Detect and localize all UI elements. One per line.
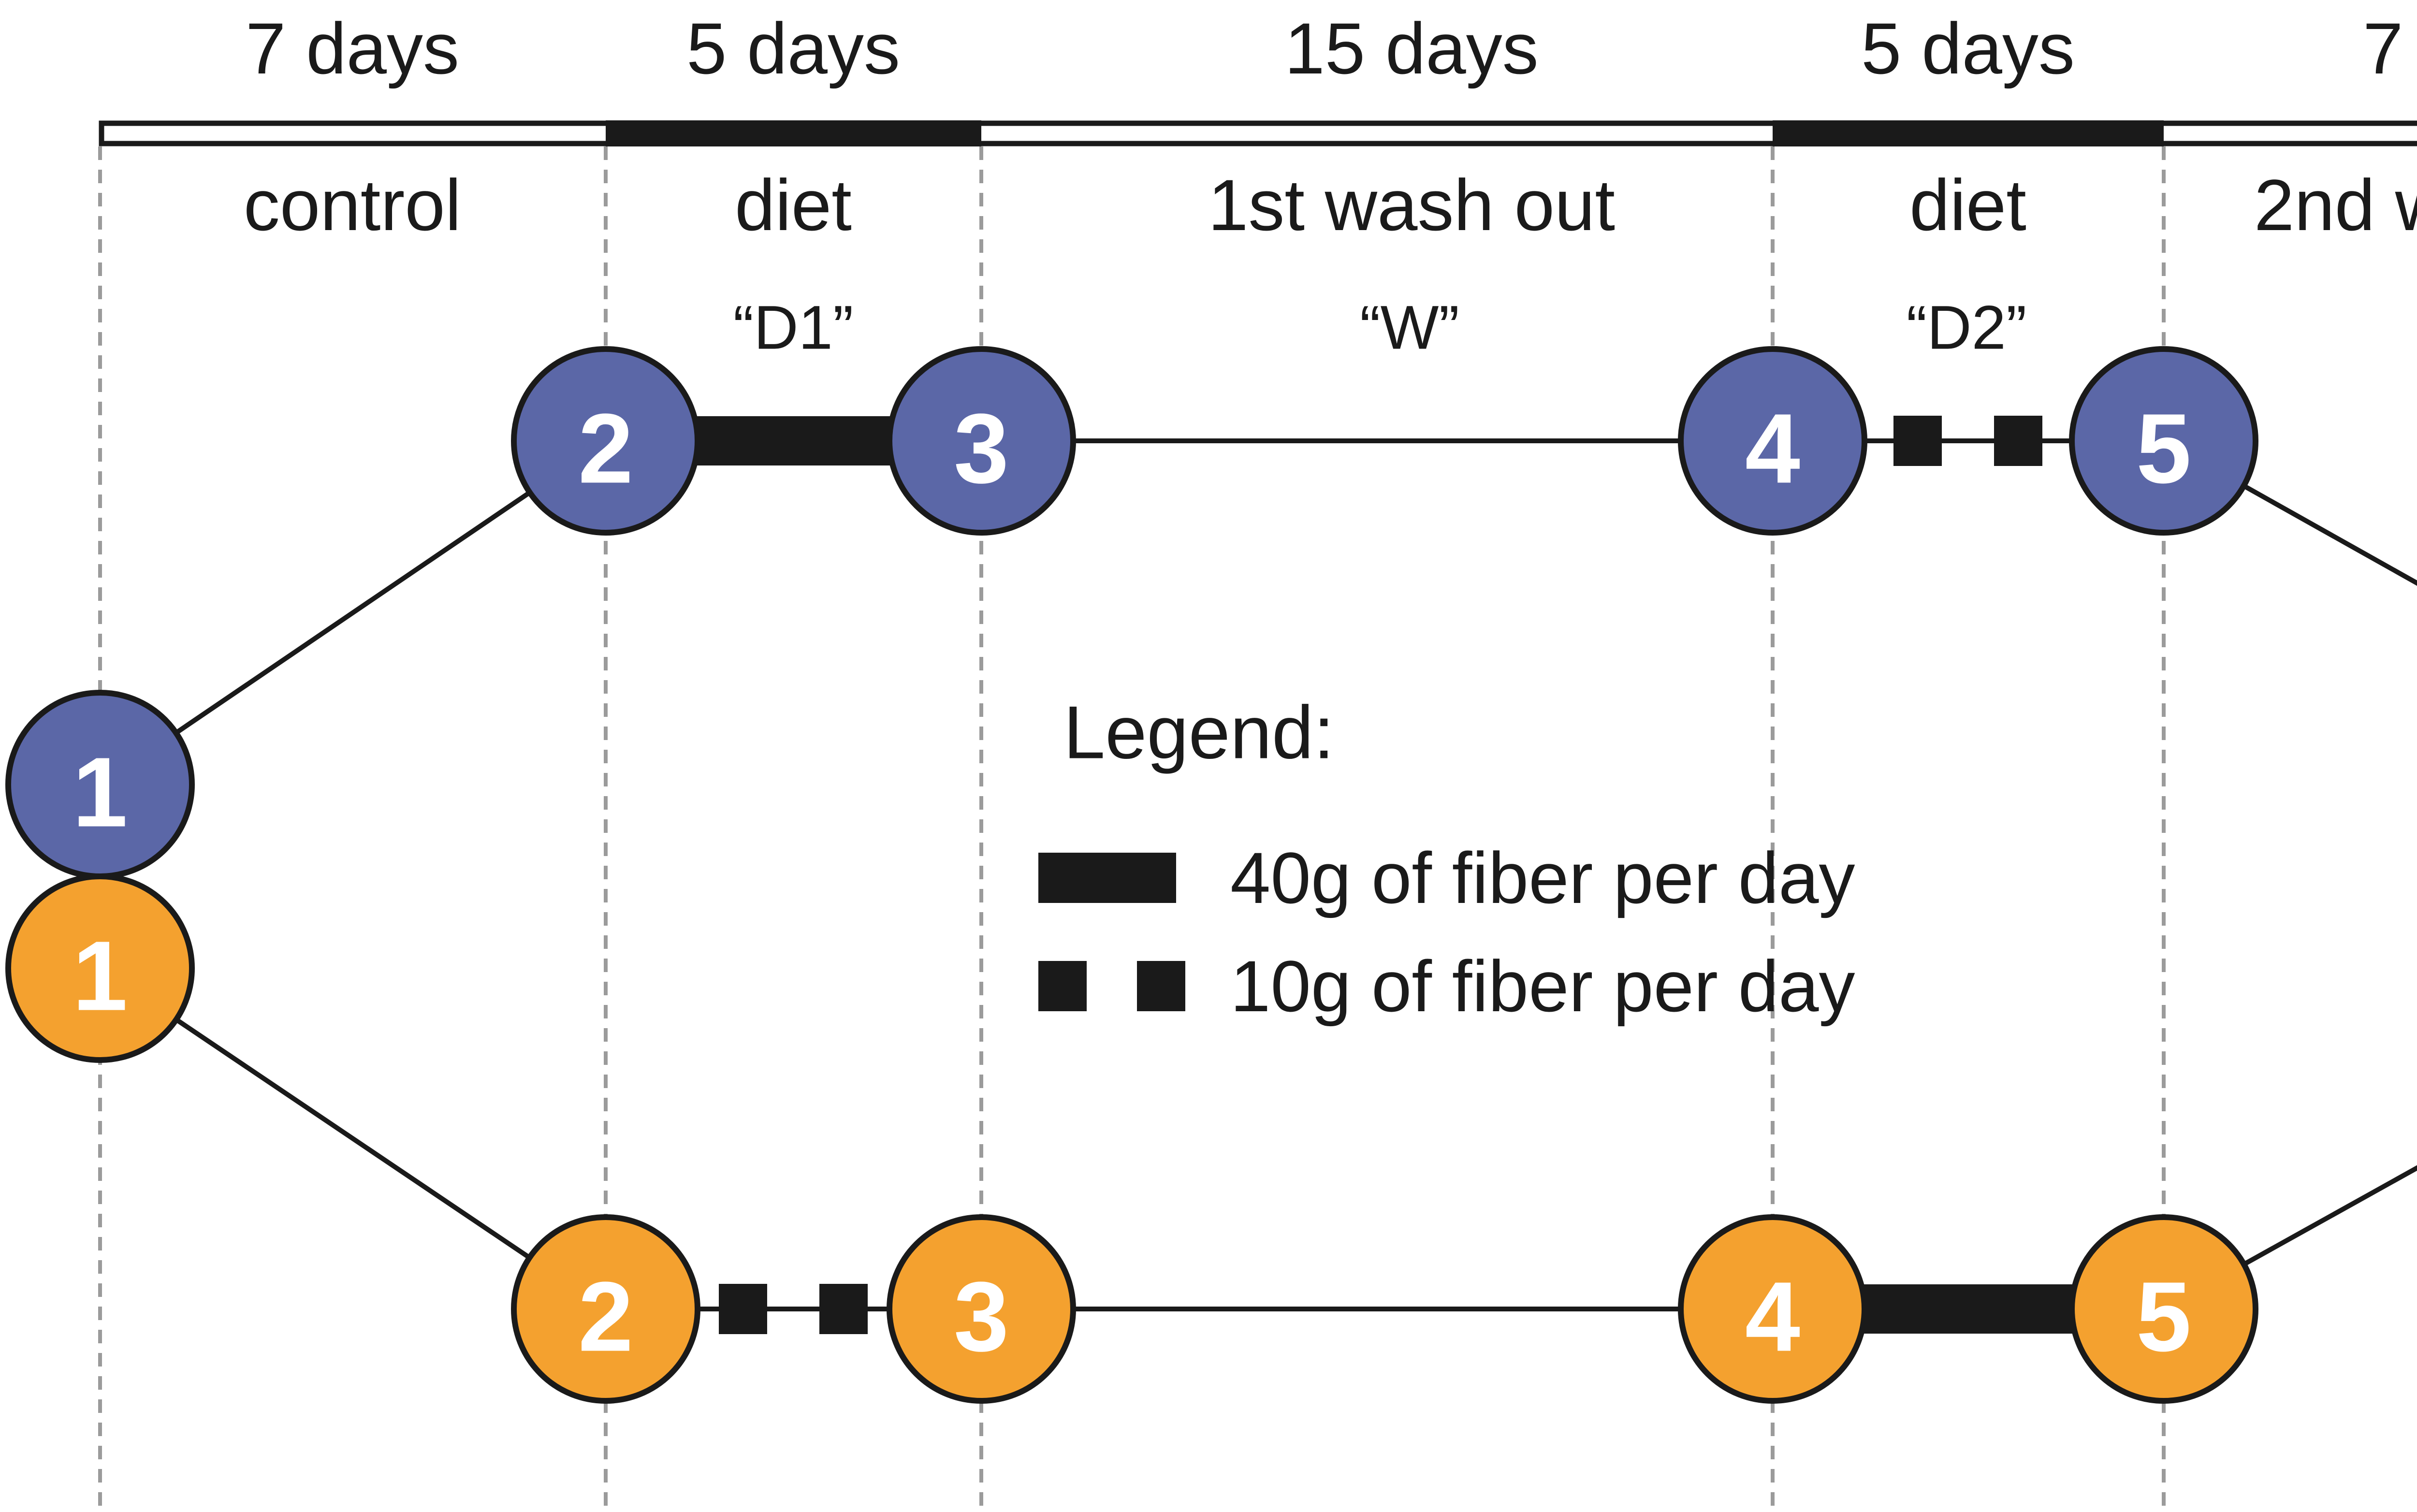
node-blue-5	[2069, 346, 2258, 536]
phase-label-washout-2: 2nd wash out	[2254, 164, 2417, 246]
dashed-bar-icon	[1038, 961, 1087, 1011]
connector-blue-1-2	[99, 438, 607, 787]
node-label: 2	[578, 393, 633, 504]
node-label: 1	[73, 921, 128, 1032]
node-label: 1	[73, 737, 128, 848]
node-blue-4	[1678, 346, 1867, 536]
orange-arm-nodes: 1 2 3 4 5 6	[5, 873, 2258, 1404]
legend-item-label: 10g of fiber per day	[1230, 945, 1855, 1027]
node-label: 2	[578, 1262, 633, 1372]
legend-item-label: 40g of fiber per day	[1230, 837, 1855, 918]
phase-label-diet-1: diet	[735, 164, 852, 246]
node-orange-5	[2069, 1214, 2258, 1404]
duration-label: 5 days	[1861, 8, 2075, 89]
phase-label-diet-2: diet	[1909, 164, 2026, 246]
node-label: 4	[1745, 393, 1800, 504]
blue-arm-nodes: 1 2 3 4 5 6	[5, 346, 2258, 879]
node-label: 3	[954, 1262, 1009, 1372]
timeline-bar	[99, 120, 2417, 146]
connector-orange-5-6	[2162, 1165, 2417, 1311]
legend-title: Legend:	[1063, 691, 1334, 774]
phase-label-control: control	[244, 164, 461, 246]
node-label: 5	[2136, 1262, 2191, 1372]
connector-blue-5-6	[2162, 438, 2417, 586]
connector-orange-1-2	[99, 966, 607, 1311]
phase-label-washout-1: 1st wash out	[1208, 164, 1615, 246]
node-label: 4	[1745, 1262, 1800, 1372]
dash-square-orange-2-3-a	[719, 1284, 767, 1334]
duration-label: 7 days	[2363, 8, 2417, 89]
node-orange-4	[1678, 1214, 1867, 1404]
fiber-10g-bars	[719, 416, 2042, 1334]
node-orange-3	[887, 1214, 1076, 1404]
legend-item-10g: 10g of fiber per day	[1038, 945, 1855, 1027]
period-code-d2: “D2”	[1907, 293, 2027, 363]
dash-square-blue-4-5-a	[1893, 416, 1942, 466]
dash-square-orange-2-3-b	[819, 1284, 868, 1334]
phase-labels: control diet 1st wash out diet 2nd wash …	[244, 164, 2417, 246]
duration-label: 15 days	[1284, 8, 1538, 89]
period-code-w: “W”	[1360, 293, 1459, 363]
duration-label: 5 days	[686, 8, 900, 89]
node-blue-2	[511, 346, 700, 536]
node-label: 3	[954, 393, 1009, 504]
duration-label: 7 days	[246, 8, 459, 89]
period-code-labels: “D1” “W” “D2”	[733, 293, 2027, 363]
legend-item-40g: 40g of fiber per day	[1038, 837, 1855, 918]
node-orange-2	[511, 1214, 700, 1404]
node-label: 5	[2136, 393, 2191, 504]
dash-square-blue-4-5-b	[1994, 416, 2042, 466]
period-code-d1: “D1”	[733, 293, 854, 363]
duration-labels: 7 days 5 days 15 days 5 days 7 days	[246, 8, 2417, 89]
legend: Legend: 40g of fiber per day 10g of fibe…	[1038, 691, 1855, 1027]
dashed-bar-icon	[1137, 961, 1185, 1011]
solid-bar-icon	[1038, 853, 1176, 903]
node-blue-3	[887, 346, 1076, 536]
diet-segment-1	[606, 120, 981, 146]
diet-segment-2	[1773, 120, 2164, 146]
node-orange-1	[5, 873, 195, 1063]
